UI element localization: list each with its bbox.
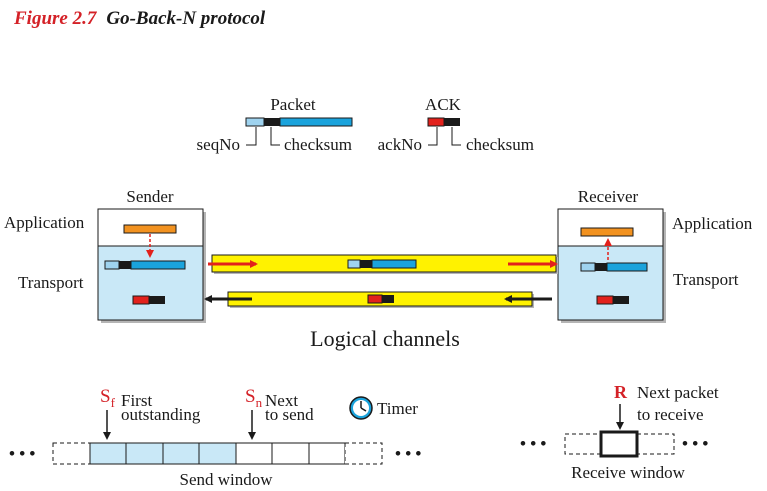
send-right-dashed-slot (344, 442, 383, 465)
receive-right-dots: • • • (682, 434, 708, 453)
r-pointer-name: R (614, 382, 628, 402)
receiver-packet-checksum (595, 263, 607, 271)
send-window: Sf First outstanding Sn Next to send Tim… (9, 386, 421, 489)
r-description-line2: to receive (637, 405, 704, 424)
in-transit-ack-checksum (382, 295, 394, 303)
receiver-ack-ackno (596, 295, 614, 305)
figure-caption: Figure 2.7 Go-Back-N protocol (13, 8, 266, 29)
in-transit-packet-data (371, 259, 417, 269)
send-slot-outstanding-1 (89, 442, 127, 465)
send-right-dots: • • • (395, 444, 421, 463)
receiver-transport-layer (557, 245, 664, 321)
channels-label: Logical channels (310, 326, 460, 351)
packet-seqno-field (245, 117, 265, 127)
receiver-application-label: Application (672, 214, 753, 233)
packet-checksum-label: checksum (284, 135, 352, 154)
receive-left-dots: • • • (520, 434, 546, 453)
packet-checksum-field (264, 118, 280, 126)
sf-pointer-name: Sf (100, 386, 116, 410)
receive-window: R Next packet to receive • • • • • • Rec… (520, 382, 719, 482)
sender-ack-ackno (132, 295, 150, 305)
receiver-title: Receiver (578, 187, 639, 206)
receive-window-slot (599, 430, 639, 458)
in-transit-packet-seqno (347, 259, 361, 269)
receiver-transport-label: Transport (673, 270, 739, 289)
sn-description-line2: to send (265, 405, 314, 424)
send-window-label: Send window (179, 470, 273, 489)
receive-left-dashed-slot (564, 433, 602, 455)
send-slot-outstanding-2 (125, 442, 164, 465)
in-transit-packet-checksum (360, 260, 372, 268)
send-slot-available-2 (271, 442, 310, 465)
sn-symbol: S (245, 386, 256, 407)
sf-description-line1: First (121, 391, 152, 410)
sender: Sender Application Transport (4, 187, 206, 323)
ack-checksum-field (444, 118, 460, 126)
timer-icon (349, 396, 373, 420)
send-left-dots: • • • (9, 444, 35, 463)
receiver-ack-checksum (613, 296, 629, 304)
receiver-packet-data (606, 262, 648, 272)
sender-app-data (123, 224, 177, 234)
send-slot-available-3 (308, 442, 346, 465)
sender-transport-label: Transport (18, 273, 84, 292)
sf-symbol: S (100, 386, 111, 407)
sender-packet-data (130, 260, 186, 270)
figure-title: Go-Back-N protocol (106, 8, 266, 29)
seqno-label: seqNo (197, 135, 240, 154)
sender-transport-layer (97, 245, 204, 321)
packet-data-field (279, 117, 353, 127)
packet-format: Packet seqNo checksum (197, 95, 353, 154)
ackno-pointer (428, 127, 438, 146)
receiver: Receiver Application Transport (557, 187, 753, 323)
sf-description-line2: outstanding (121, 405, 201, 424)
sf-subscript: f (111, 395, 116, 410)
sn-description-line1: Next (265, 391, 298, 410)
ack-format: ACK ackNo checksum (378, 95, 534, 154)
send-left-dashed-slot (52, 442, 91, 465)
receiver-app-data (580, 227, 634, 237)
send-slot-outstanding-4 (198, 442, 237, 465)
logical-channels: Logical channels (204, 254, 558, 351)
receive-window-label: Receive window (571, 463, 685, 482)
sender-title: Sender (126, 187, 174, 206)
receiver-packet-seqno (580, 262, 596, 272)
send-slot-outstanding-3 (162, 442, 200, 465)
r-description-line1: Next packet (637, 383, 719, 402)
sender-ack-checksum (149, 296, 165, 304)
packet-checksum-pointer (270, 127, 280, 146)
sender-packet-seqno (104, 260, 120, 270)
sender-application-label: Application (4, 213, 85, 232)
sender-packet-checksum (119, 261, 131, 269)
ack-ackno-field (427, 117, 445, 127)
receive-right-dashed-slot (636, 433, 675, 455)
packet-label: Packet (270, 95, 316, 114)
ackno-label: ackNo (378, 135, 422, 154)
send-slot-available-1 (235, 442, 273, 465)
timer-label: Timer (377, 399, 418, 418)
seqno-pointer (246, 127, 257, 146)
ack-checksum-pointer (451, 127, 461, 146)
ack-checksum-label: checksum (466, 135, 534, 154)
in-transit-ack-ackno (367, 294, 383, 304)
ack-label: ACK (425, 95, 462, 114)
sn-pointer-name: Sn (245, 386, 263, 410)
figure-number: Figure 2.7 (13, 8, 98, 29)
sn-subscript: n (256, 395, 263, 410)
